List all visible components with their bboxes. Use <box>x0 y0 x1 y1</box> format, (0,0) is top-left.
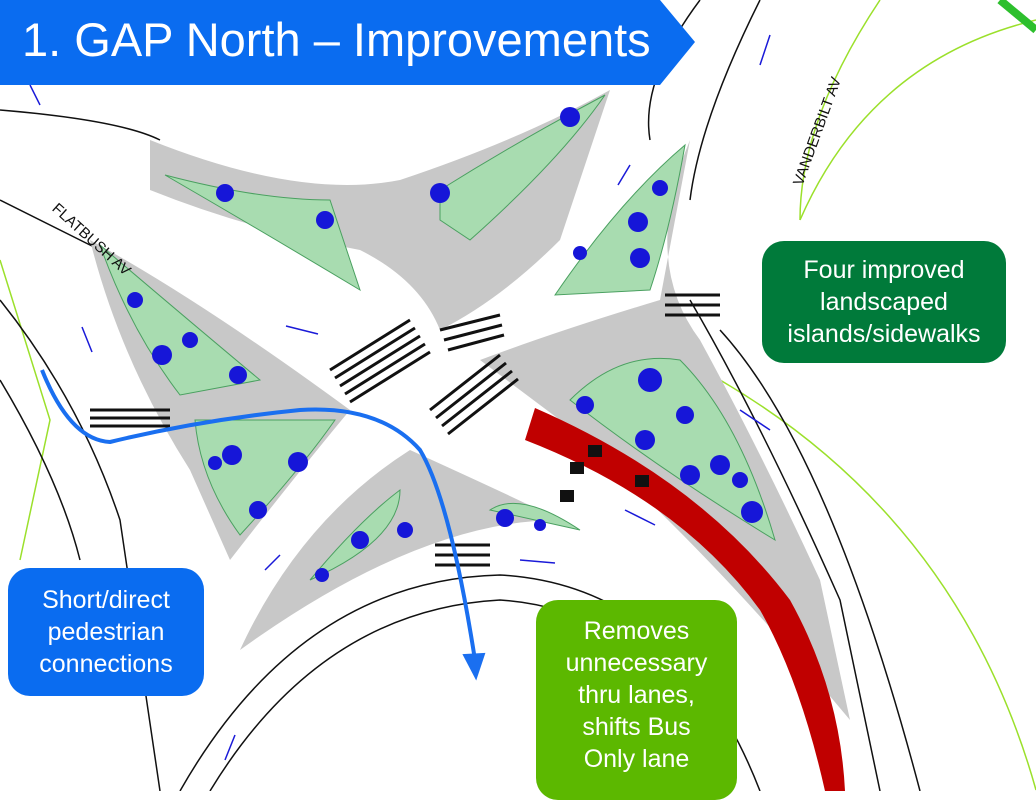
callout-line: unnecessary <box>565 649 708 677</box>
callout-line: Removes <box>583 617 690 645</box>
callout-pedestrian: Short/direct pedestrian connections <box>8 568 204 696</box>
property-line <box>0 259 51 561</box>
callout-lanes: Removes unnecessary thru lanes, shifts B… <box>536 600 737 800</box>
callout-line: Short/direct <box>42 586 170 614</box>
pedestrian-route <box>40 369 486 681</box>
callout-line: shifts Bus <box>582 713 691 741</box>
slide-title-banner: 1. GAP North – Improvements <box>0 0 695 85</box>
trees <box>127 107 763 582</box>
traffic-arrows <box>29 34 771 761</box>
callout-line: Four improved <box>803 256 965 284</box>
slide-title: 1. GAP North – Improvements <box>22 13 651 66</box>
callout-line: thru lanes, <box>578 681 695 709</box>
callout-islands: Four improved landscaped islands/sidewal… <box>762 241 1006 363</box>
bus-only-lane <box>525 408 845 791</box>
callout-line: landscaped <box>820 288 948 316</box>
callout-line: Only lane <box>583 745 690 773</box>
bus-only-markings <box>560 445 649 502</box>
callout-line: pedestrian <box>47 618 165 646</box>
crosswalks <box>90 293 720 567</box>
park-edge <box>997 0 1036 34</box>
property-line <box>799 19 1036 221</box>
callout-line: connections <box>39 650 173 678</box>
arrowhead-icon <box>462 652 486 681</box>
callout-line: islands/sidewalks <box>787 320 981 348</box>
